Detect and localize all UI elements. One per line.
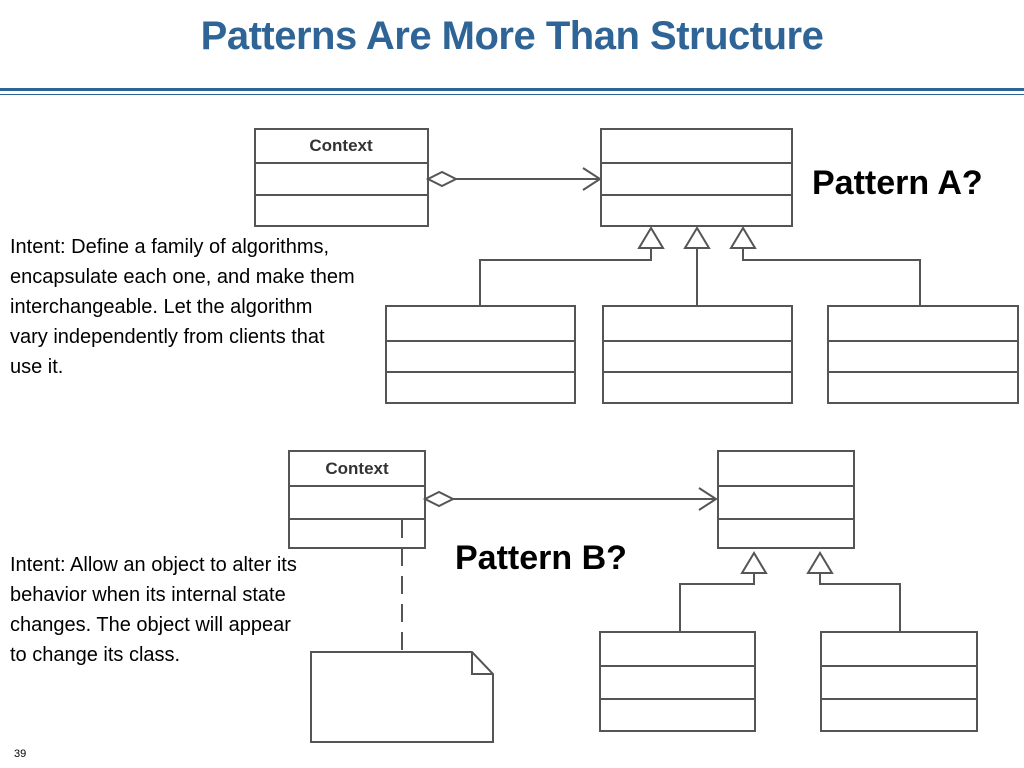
title-divider-thin	[0, 94, 1024, 95]
pattern-a-inheritance-arrows	[479, 226, 921, 306]
pattern-a-label: Pattern A?	[812, 164, 983, 202]
pattern-a-aggregation-arrow	[425, 167, 602, 191]
pattern-a-strategy-class	[600, 128, 793, 227]
pattern-a-subclass-2	[602, 305, 793, 404]
slide-title: Patterns Are More Than Structure	[200, 14, 824, 58]
pattern-b-aggregation-arrow	[422, 487, 718, 511]
pattern-a-subclass-3	[827, 305, 1019, 404]
pattern-b-diagram: Context	[288, 450, 978, 743]
title-divider	[0, 88, 1024, 91]
pattern-a-diagram: Context	[254, 128, 1019, 404]
pattern-b-inheritance-arrows	[679, 551, 901, 632]
pattern-b-context-name: Context	[325, 459, 389, 478]
pattern-b-state-class	[717, 450, 855, 549]
pattern-a-context-class: Context	[254, 128, 429, 227]
pattern-b-label: Pattern B?	[455, 539, 627, 577]
pattern-a-context-name: Context	[309, 136, 373, 155]
pattern-b-subclass-2	[820, 631, 978, 732]
pattern-b-subclass-1	[599, 631, 756, 732]
pattern-a-subclass-1	[385, 305, 576, 404]
page-number: 39	[14, 748, 27, 760]
pattern-b-note	[310, 651, 494, 743]
pattern-b-context-class: Context	[288, 450, 426, 549]
pattern-b-note-fold	[471, 652, 493, 675]
pattern-b-intent: Intent: Allow an object to alter its beh…	[10, 554, 297, 666]
pattern-a-intent: Intent: Define a family of algorithms, e…	[10, 236, 355, 378]
